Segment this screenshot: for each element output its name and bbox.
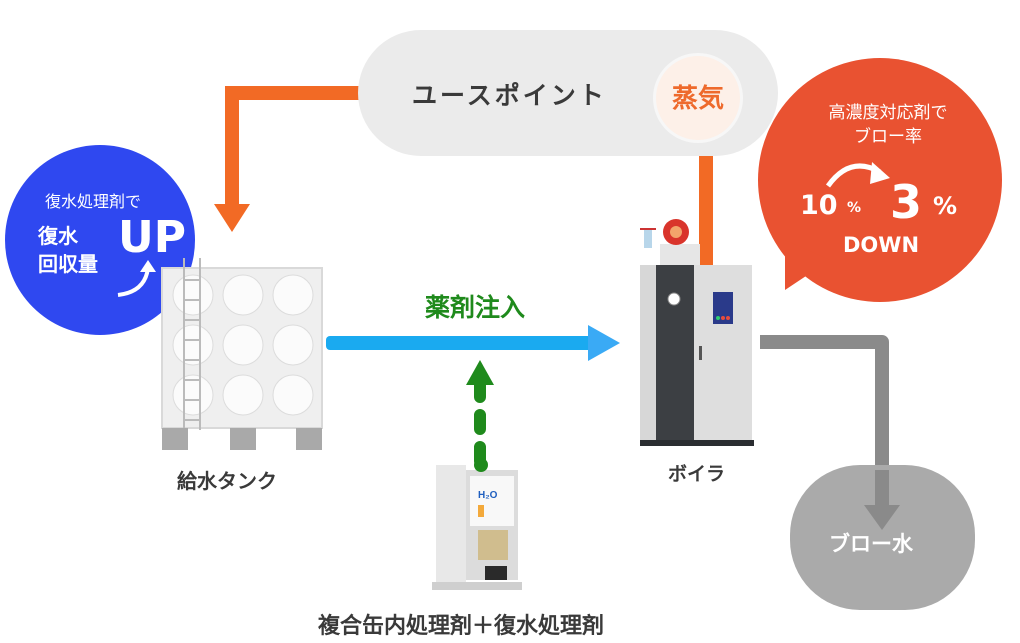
- blow-line: [760, 335, 889, 500]
- blow-rate-caption-line2: ブロー率: [854, 127, 922, 147]
- chemical-dosing-unit-illustration: H₂O: [432, 458, 522, 590]
- condensate-arrow-head: [214, 204, 250, 232]
- blow-water-label: ブロー水: [829, 532, 913, 556]
- use-point-label: ユースポイント: [412, 81, 607, 110]
- boiler-label: ボイラ: [668, 463, 726, 485]
- blow-rate-after-unit: %: [933, 192, 958, 220]
- recovery-caption: 復水処理剤で: [45, 192, 142, 211]
- steam-label: 蒸気: [672, 84, 725, 114]
- injection-arrow-head: [466, 360, 494, 385]
- feed-tank-label: 給水タンク: [177, 469, 277, 493]
- feed-water-line: [326, 336, 592, 350]
- blow-rate-before-unit: %: [847, 200, 862, 216]
- chemical-unit-label: 複合缶内処理剤＋復水処理剤: [318, 614, 605, 639]
- condensate-return-line: [225, 86, 360, 208]
- feed-water-arrow-head: [588, 325, 620, 361]
- boiler-illustration: [640, 219, 754, 446]
- recovery-effect: UP: [118, 212, 186, 263]
- injection-label: 薬剤注入: [425, 293, 526, 322]
- steam-badge: [653, 53, 743, 143]
- blow-rate-after: 3: [890, 175, 923, 229]
- recovery-subject: 復水 回収量: [38, 222, 98, 278]
- recovery-subject-line1: 復水: [38, 224, 78, 248]
- recovery-subject-line2: 回収量: [38, 252, 98, 276]
- blow-rate-caption-line1: 高濃度対応剤で: [828, 103, 948, 123]
- blow-rate-before: 10: [800, 190, 838, 221]
- blow-rate-effect: DOWN: [843, 233, 920, 257]
- blow-rate-bubble: [758, 58, 1002, 302]
- svg-text:H₂O: H₂O: [478, 490, 498, 501]
- steam-line: [699, 145, 713, 265]
- feed-tank-illustration: [161, 258, 323, 450]
- blow-rate-caption: 高濃度対応剤で ブロー率: [803, 101, 973, 149]
